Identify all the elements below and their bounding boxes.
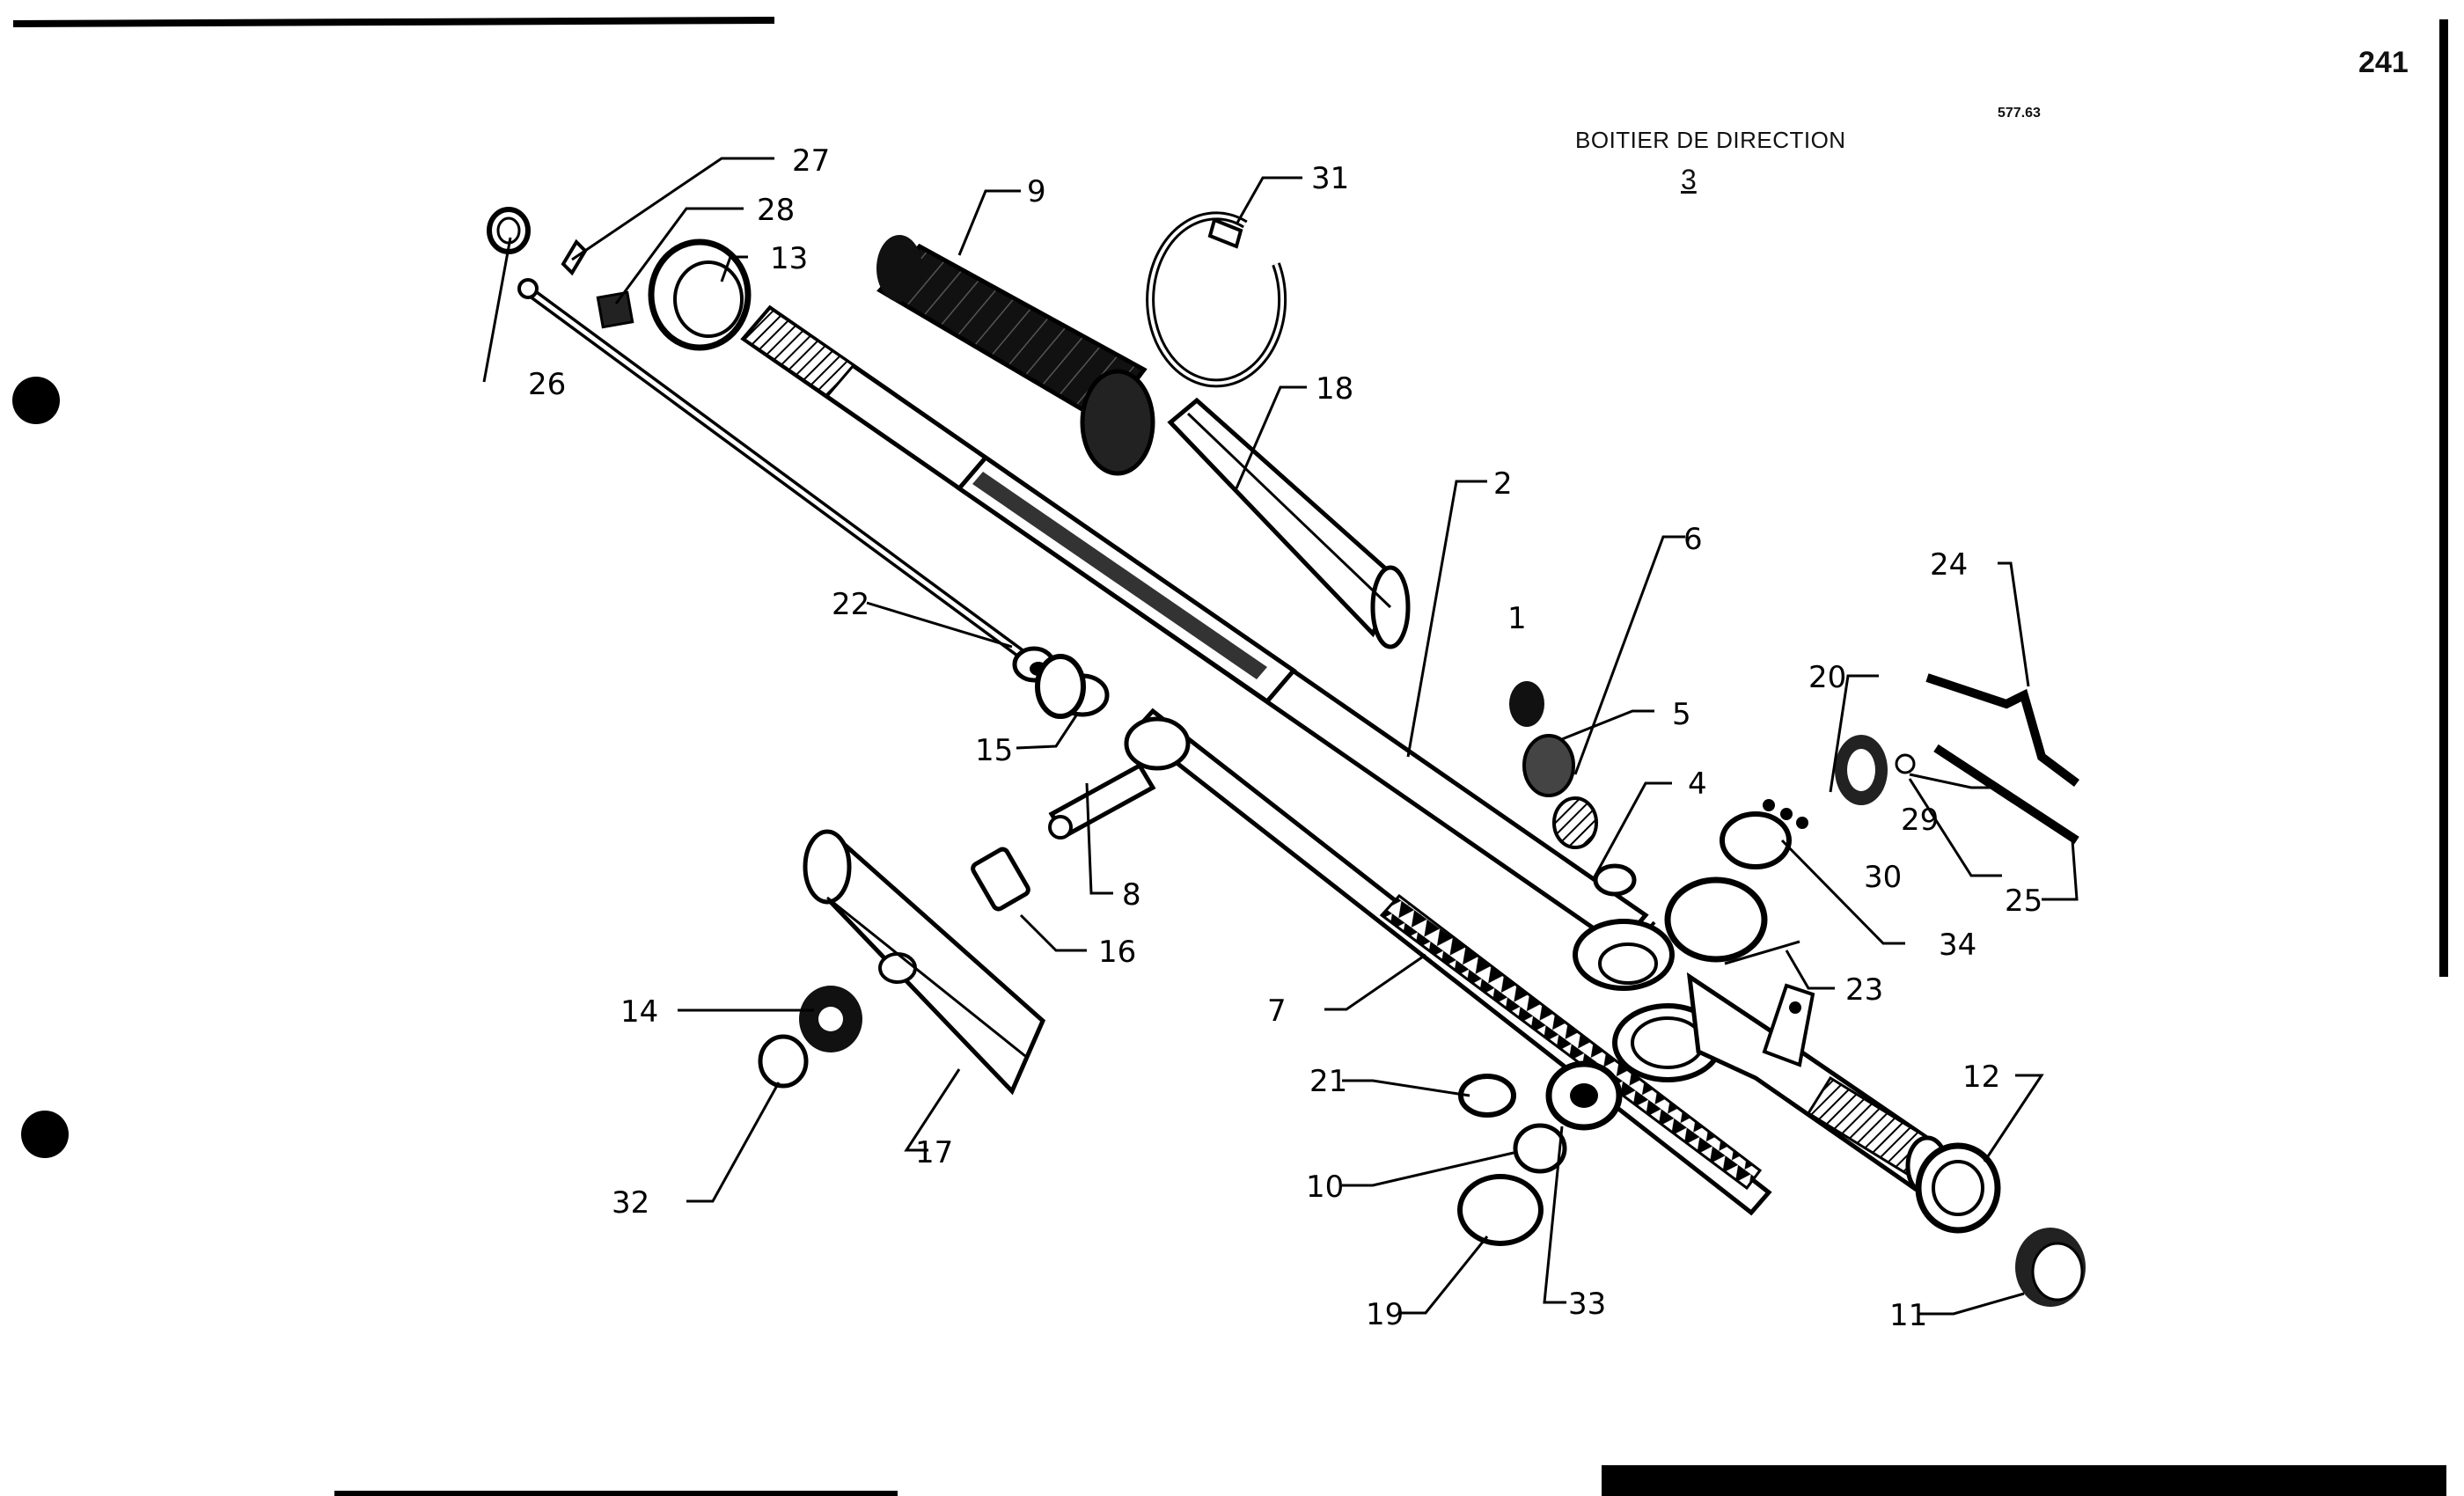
callout-12: 12	[1962, 1060, 2001, 1095]
callout-13: 13	[770, 241, 809, 276]
callout-33: 33	[1568, 1287, 1607, 1322]
tie-rod	[517, 278, 1056, 683]
callout-17: 17	[915, 1135, 954, 1170]
callout-25: 25	[2005, 884, 2043, 919]
binder-hole-top	[12, 377, 60, 424]
callout-34: 34	[1939, 928, 1977, 963]
bottom-border-bar	[1602, 1465, 2446, 1496]
callout-8: 8	[1122, 877, 1141, 913]
callout-30: 30	[1864, 860, 1903, 895]
callout-16: 16	[1098, 935, 1137, 970]
callout-21: 21	[1309, 1064, 1348, 1099]
callout-1: 1	[1507, 601, 1527, 636]
callout-11: 11	[1889, 1298, 1928, 1333]
callout-4: 4	[1688, 766, 1707, 802]
callout-19: 19	[1366, 1297, 1404, 1332]
ball-joint	[1048, 673, 1191, 840]
callout-6: 6	[1683, 522, 1703, 557]
top-border-line	[12, 17, 775, 27]
callout-27: 27	[792, 143, 831, 179]
diagram-subtitle: 3	[1681, 164, 1697, 195]
gear-housing	[1573, 863, 1949, 1197]
callout-32: 32	[612, 1185, 650, 1221]
callout-5: 5	[1672, 697, 1691, 732]
callout-9: 9	[1027, 174, 1046, 209]
callout-15: 15	[975, 733, 1014, 768]
callout-23: 23	[1845, 972, 1884, 1008]
callout-7: 7	[1267, 994, 1287, 1029]
bellows-boot	[876, 235, 1155, 476]
cover-shell-upper	[1167, 397, 1411, 649]
reference-code: 577.63	[1998, 106, 2041, 121]
diagram-title: BOITIER DE DIRECTION	[1575, 127, 1846, 153]
clip-ring	[1146, 211, 1287, 388]
callout-31: 31	[1311, 161, 1350, 196]
callout-29: 29	[1901, 803, 1940, 838]
callout-14: 14	[620, 994, 659, 1030]
callout-18: 18	[1316, 371, 1354, 407]
small-parts	[487, 207, 2086, 1307]
callout-10: 10	[1306, 1170, 1345, 1205]
cover-shell-lower	[803, 829, 1046, 1096]
callout-24: 24	[1930, 547, 1969, 583]
callout-20: 20	[1808, 660, 1847, 695]
callout-2: 2	[1493, 466, 1513, 502]
binder-hole-bottom	[21, 1111, 69, 1158]
housing-tube	[740, 304, 1656, 955]
callout-22: 22	[832, 587, 870, 622]
callout-26: 26	[528, 367, 567, 402]
callout-28: 28	[757, 193, 796, 228]
page-number: 241	[2358, 46, 2409, 79]
leader-lines	[482, 157, 2079, 1316]
